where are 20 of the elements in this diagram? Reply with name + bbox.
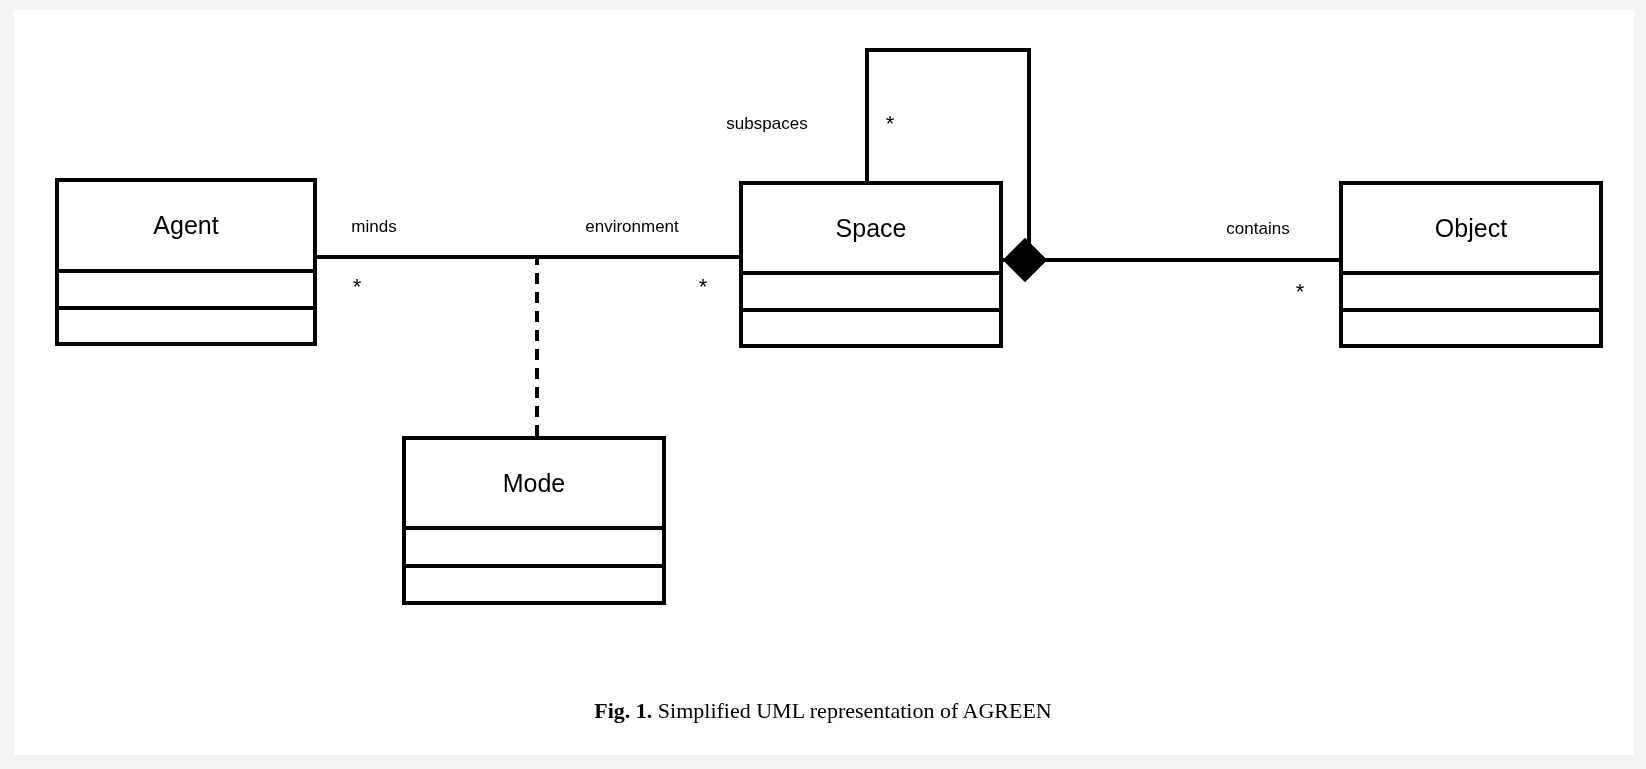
uml-class-box [739, 181, 1003, 348]
class-name: Space [835, 213, 907, 243]
dashed-association-line [535, 258, 539, 436]
class-name: Agent [153, 211, 219, 240]
multiplicity: * [352, 274, 362, 300]
class-name: Mode [502, 468, 566, 498]
figure-caption: Fig. 1. Simplified UML representation of AGREEN [594, 698, 1052, 724]
uml-class-box [55, 178, 317, 346]
role-name: contains [1226, 219, 1290, 239]
role-name: minds [351, 217, 397, 237]
multiplicity: * [885, 111, 895, 137]
class-name: Object [1434, 213, 1508, 243]
composition-line [1003, 238, 1339, 282]
multiplicity: * [698, 274, 708, 300]
uml-class-box [1339, 181, 1603, 348]
multiplicity: * [1295, 279, 1305, 305]
association-line [317, 255, 739, 259]
role-name: subspaces [726, 114, 808, 134]
role-name: environment [585, 217, 679, 237]
uml-class-box [402, 436, 666, 605]
